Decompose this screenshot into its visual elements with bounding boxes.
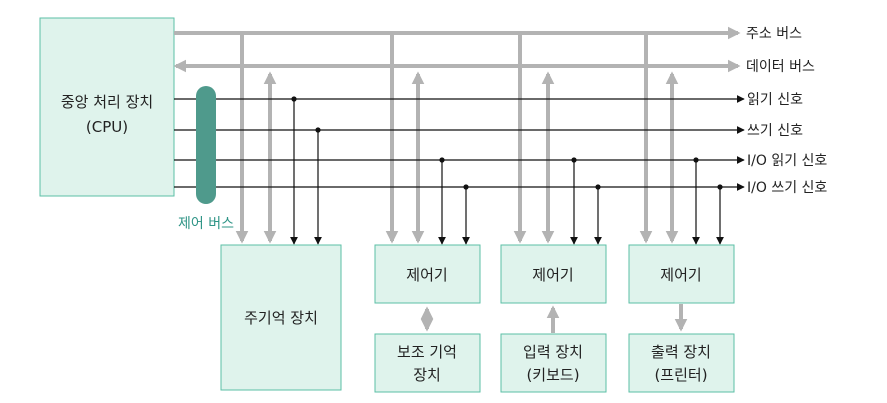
storage-device-box [374, 333, 481, 393]
junction-dot [463, 184, 469, 190]
main-memory-label: 주기억 장치 [244, 309, 318, 327]
output-controller-box [628, 244, 735, 304]
input-device-label: 입력 장치 [523, 343, 583, 361]
junction-dot [315, 127, 321, 133]
junction-dot [291, 96, 297, 102]
junction-dot [571, 157, 577, 163]
output-controller-label: 제어기 [660, 266, 701, 284]
cpu-label-abbr: (CPU) [86, 118, 128, 136]
storage-device-label: 보조 기억 [397, 343, 457, 361]
junction-dot [439, 157, 445, 163]
read-signal-label: 읽기 신호 [747, 92, 803, 108]
output-device-label-2: (프린터) [654, 366, 707, 384]
input-controller-label: 제어기 [532, 266, 573, 284]
write-signal-label: 쓰기 신호 [747, 123, 803, 139]
storage-controller-box [374, 244, 481, 304]
io-read-signal-label: I/O 읽기 신호 [747, 153, 827, 169]
address-bus-label: 주소 버스 [746, 26, 802, 42]
control-bus-pill [196, 86, 216, 204]
io-write-signal-label: I/O 쓰기 신호 [747, 180, 827, 196]
storage-device-label-2: 장치 [413, 366, 441, 384]
control-bus-label: 제어 버스 [178, 216, 234, 232]
junction-dot [717, 184, 723, 190]
input-device-box [500, 333, 607, 393]
data-bus-label: 데이터 버스 [746, 59, 815, 75]
storage-controller-label: 제어기 [406, 266, 447, 284]
junction-dot [693, 157, 699, 163]
cpu-box [39, 17, 175, 197]
junction-dot [595, 184, 601, 190]
cpu-label: 중앙 처리 장치 [61, 93, 153, 111]
main-memory-box [220, 244, 342, 391]
input-controller-box [500, 244, 607, 304]
output-device-label: 출력 장치 [651, 343, 711, 361]
output-device-box [628, 333, 735, 393]
input-device-label-2: (키보드) [526, 366, 579, 384]
